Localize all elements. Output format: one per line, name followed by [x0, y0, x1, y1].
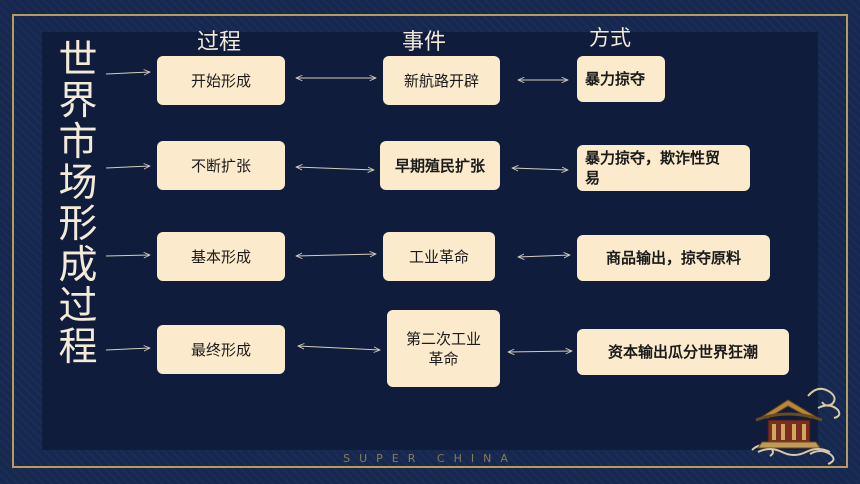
arrow-process-event-row3 [296, 254, 376, 256]
method-box-2: 暴力掠夺，欺诈性贸易 [577, 145, 750, 191]
gold-border-frame [12, 14, 848, 468]
arrow-title-row3 [105, 255, 150, 256]
arrow-event-method-row4 [508, 351, 572, 352]
arrow-process-event-row4 [298, 346, 380, 350]
arrow-event-method-row3 [518, 255, 570, 257]
process-box-2: 不断扩张 [157, 141, 285, 190]
header-process: 过程 [197, 30, 242, 55]
event-box-3: 工业革命 [383, 232, 495, 281]
arrow-event-method-row2 [512, 168, 568, 170]
process-box-4: 最终形成 [157, 325, 285, 374]
arrow-title-row2 [105, 166, 150, 168]
method-box-3: 商品输出，掠夺原料 [577, 235, 770, 281]
footer-brand: SUPER CHINA [343, 452, 517, 465]
method-box-4: 资本输出瓜分世界狂潮 [577, 329, 789, 375]
page-title: 世界市场形成过程 [58, 38, 98, 370]
process-box-3: 基本形成 [157, 232, 285, 281]
header-event: 事件 [402, 30, 447, 55]
pavilion-cloud-icon [751, 387, 841, 465]
header-method: 方式 [589, 26, 631, 50]
arrow-title-row1 [105, 72, 150, 74]
arrow-title-row4 [105, 348, 150, 350]
process-box-1: 开始形成 [157, 56, 285, 105]
event-box-4: 第二次工业革命 [387, 310, 500, 387]
event-box-1: 新航路开辟 [383, 56, 500, 105]
arrow-process-event-row2 [296, 167, 374, 170]
event-box-2: 早期殖民扩张 [380, 141, 500, 190]
method-box-1: 暴力掠夺 [577, 56, 665, 102]
